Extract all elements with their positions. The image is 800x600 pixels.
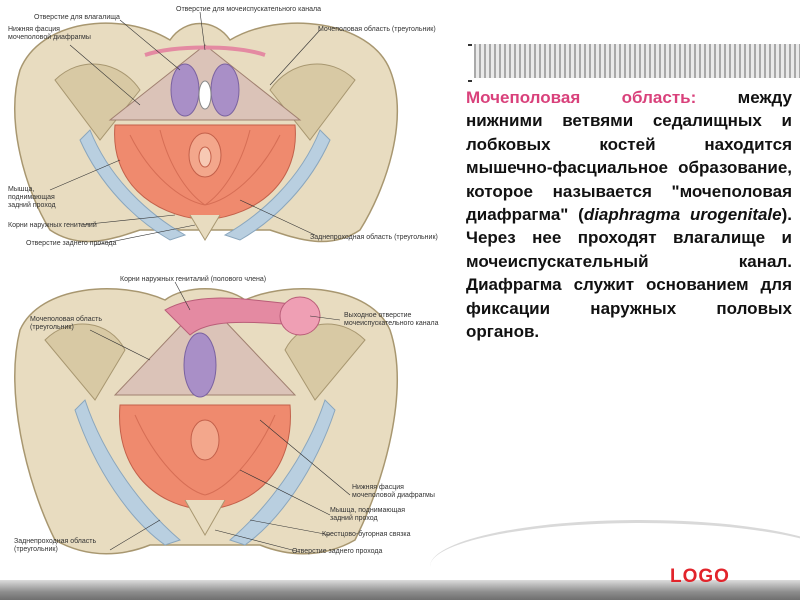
footer-bar [0,580,800,600]
latin-term: diaphragma urogenitale [583,205,782,225]
anatomy-figure: Отверстие для влагалища Отверстие для мо… [8,6,439,555]
label-vaginal-opening: Отверстие для влагалища [34,14,120,21]
description-part-1: между нижними ветвями седалищных и лобко… [466,88,792,225]
label-anal-opening-top: Отверстие заднего прохода [26,240,117,247]
label-genital-roots-top: Корни наружных гениталий [8,222,97,229]
label-urethral-outlet: Выходное отверстие мочеиспускательного к… [344,312,439,327]
header-stripe-bar [474,44,800,78]
leader-lines-top [49,11,321,246]
label-lower-fascia-bottom: Нижняя фасция мочеполовой диафрагмы [352,484,435,499]
label-anal-area-bottom: Заднепроходная область (треугольник) [14,538,97,553]
label-levator-ani-bottom: Мышца, поднимающая задний проход [330,507,406,522]
label-anal-area-top: Заднепроходная область (треугольник) [310,234,438,241]
label-urogenital-area-top: Мочеполовая область (треугольник) [318,26,436,33]
label-lower-fascia-top: Нижняя фасция мочеполовой диафрагмы [8,26,91,41]
footer-swoosh [430,520,800,600]
description-text: Мочеполовая область: между нижними ветвя… [466,86,792,343]
pelvis-illustration [14,11,398,555]
leader-lines-bottom [89,281,351,553]
description-part-2: ). Через нее проходят влагалище и мочеис… [466,205,792,342]
male-pelvis-drawing [14,288,398,555]
label-levator-ani-top: Мышца, поднимающая задний проход [8,186,56,209]
female-pelvis-drawing [14,22,398,243]
label-anal-opening-bottom: Отверстие заднего прохода [292,548,383,555]
label-urethral-opening-top: Отверстие для мочеиспускательного канала [176,6,321,13]
label-sacrotuberous-ligament: Крестцово-бугорная связка [322,531,411,538]
logo-text: LOGO [670,566,730,587]
label-genital-roots-bottom: Корни наружных гениталий (полового члена… [120,276,267,283]
term-heading: Мочеполовая область: [466,88,697,107]
label-urogenital-area-bottom: Мочеполовая область (треугольник) [30,316,102,331]
